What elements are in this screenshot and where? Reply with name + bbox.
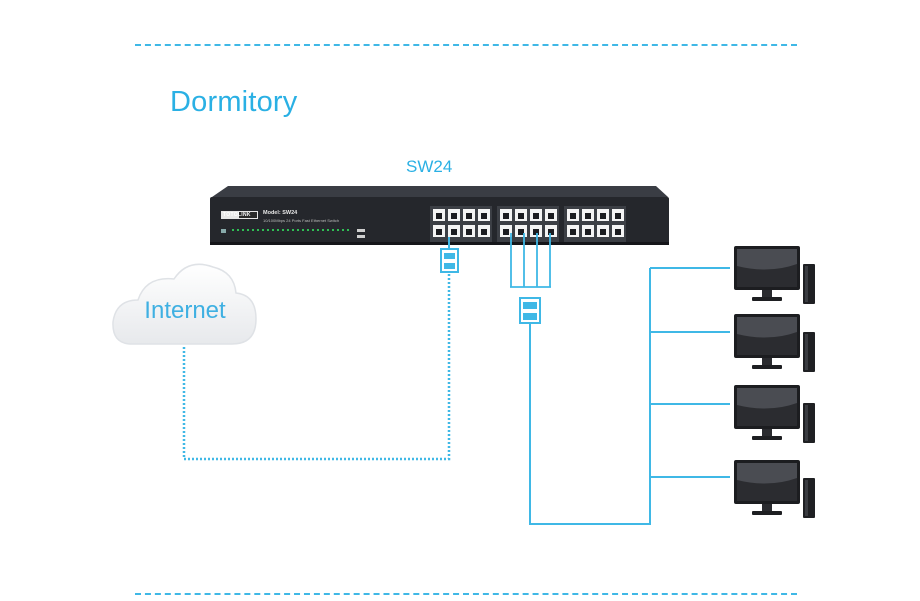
lan-bracket bbox=[510, 233, 551, 288]
desktop-computer-icon bbox=[734, 385, 815, 443]
switch-caption: SW24 bbox=[406, 157, 453, 176]
top-divider bbox=[135, 44, 797, 46]
internet-link bbox=[182, 274, 451, 461]
desktop-computer-icon bbox=[734, 460, 815, 518]
ethernet-plug-icon bbox=[519, 297, 541, 324]
bottom-divider bbox=[135, 593, 797, 595]
desktop-computer-icon bbox=[734, 246, 815, 304]
switch-model: Model: SW24 bbox=[263, 210, 298, 216]
ethernet-plug-icon bbox=[440, 237, 459, 273]
switch-description: 10/100Mbps 24 Ports Fast Ethernet Switch bbox=[263, 218, 340, 223]
internet-label: Internet bbox=[144, 297, 226, 324]
page-title: Dormitory bbox=[170, 86, 298, 118]
network-switch-icon bbox=[210, 186, 669, 245]
desktop-computer-icon bbox=[734, 314, 815, 372]
cloud-icon bbox=[112, 263, 257, 345]
switch-brand: TOTOLINK bbox=[223, 212, 251, 218]
lan-cable bbox=[529, 267, 730, 525]
